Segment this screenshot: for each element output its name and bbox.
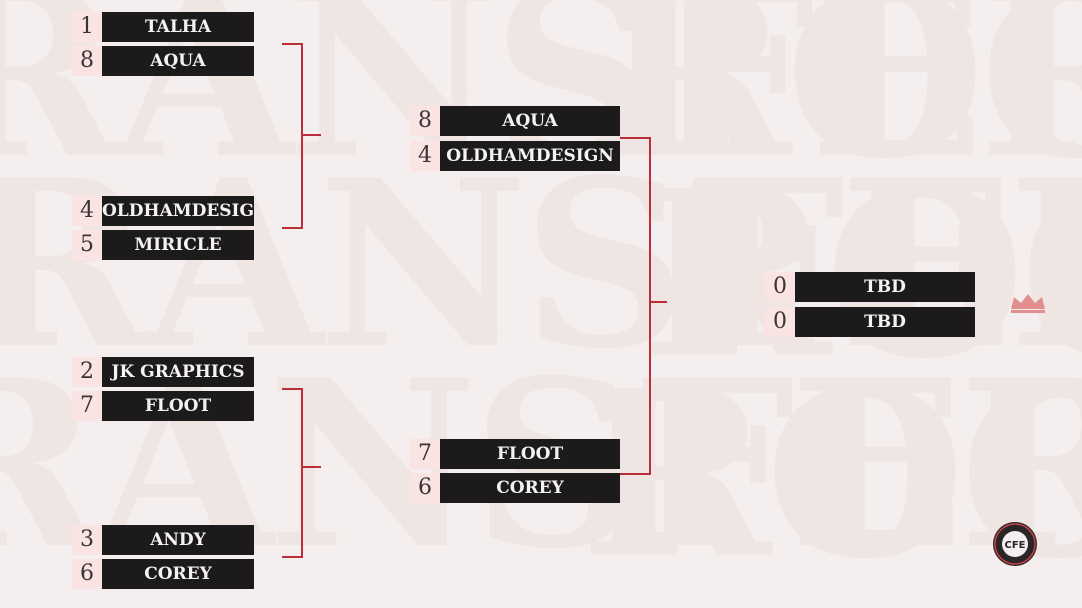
crown-icon	[1011, 294, 1045, 313]
team-name: AQUA	[440, 106, 620, 136]
team-name: COREY	[440, 473, 620, 503]
team-name: AQUA	[102, 46, 254, 76]
bracket-connector-stub	[301, 134, 321, 136]
seed-number: 4	[410, 141, 440, 171]
seed-number: 7	[72, 391, 102, 421]
bracket-connector-stub	[301, 466, 321, 468]
brand-logo: CFE	[993, 522, 1037, 566]
team-name: OLDHAMDESIGN	[440, 141, 620, 171]
team-name: JK GRAPHICS	[102, 357, 254, 387]
team-name: TALHA	[102, 12, 254, 42]
seed-number: 0	[765, 307, 795, 337]
team-name: COREY	[102, 559, 254, 589]
seed-number: 1	[72, 12, 102, 42]
bracket-connector	[620, 137, 651, 475]
logo-initials: CFE	[1004, 540, 1025, 551]
seed-number: 2	[72, 357, 102, 387]
bracket-connector	[282, 388, 303, 558]
team-name: TBD	[795, 272, 975, 302]
team-name: FLOOT	[440, 439, 620, 469]
seed-number: 3	[72, 525, 102, 555]
seed-number: 7	[410, 439, 440, 469]
seed-number: 8	[410, 106, 440, 136]
seed-number: 4	[72, 196, 102, 226]
team-name: FLOOT	[102, 391, 254, 421]
seed-number: 8	[72, 46, 102, 76]
seed-number: 0	[765, 272, 795, 302]
team-name: OLDHAMDESIGN	[102, 196, 254, 226]
seed-number: 5	[72, 230, 102, 260]
team-name: MIRICLE	[102, 230, 254, 260]
team-name: TBD	[795, 307, 975, 337]
seed-number: 6	[72, 559, 102, 589]
seed-number: 6	[410, 473, 440, 503]
bracket-connector	[282, 43, 303, 229]
team-name: ANDY	[102, 525, 254, 555]
bracket-connector-stub	[649, 301, 667, 303]
